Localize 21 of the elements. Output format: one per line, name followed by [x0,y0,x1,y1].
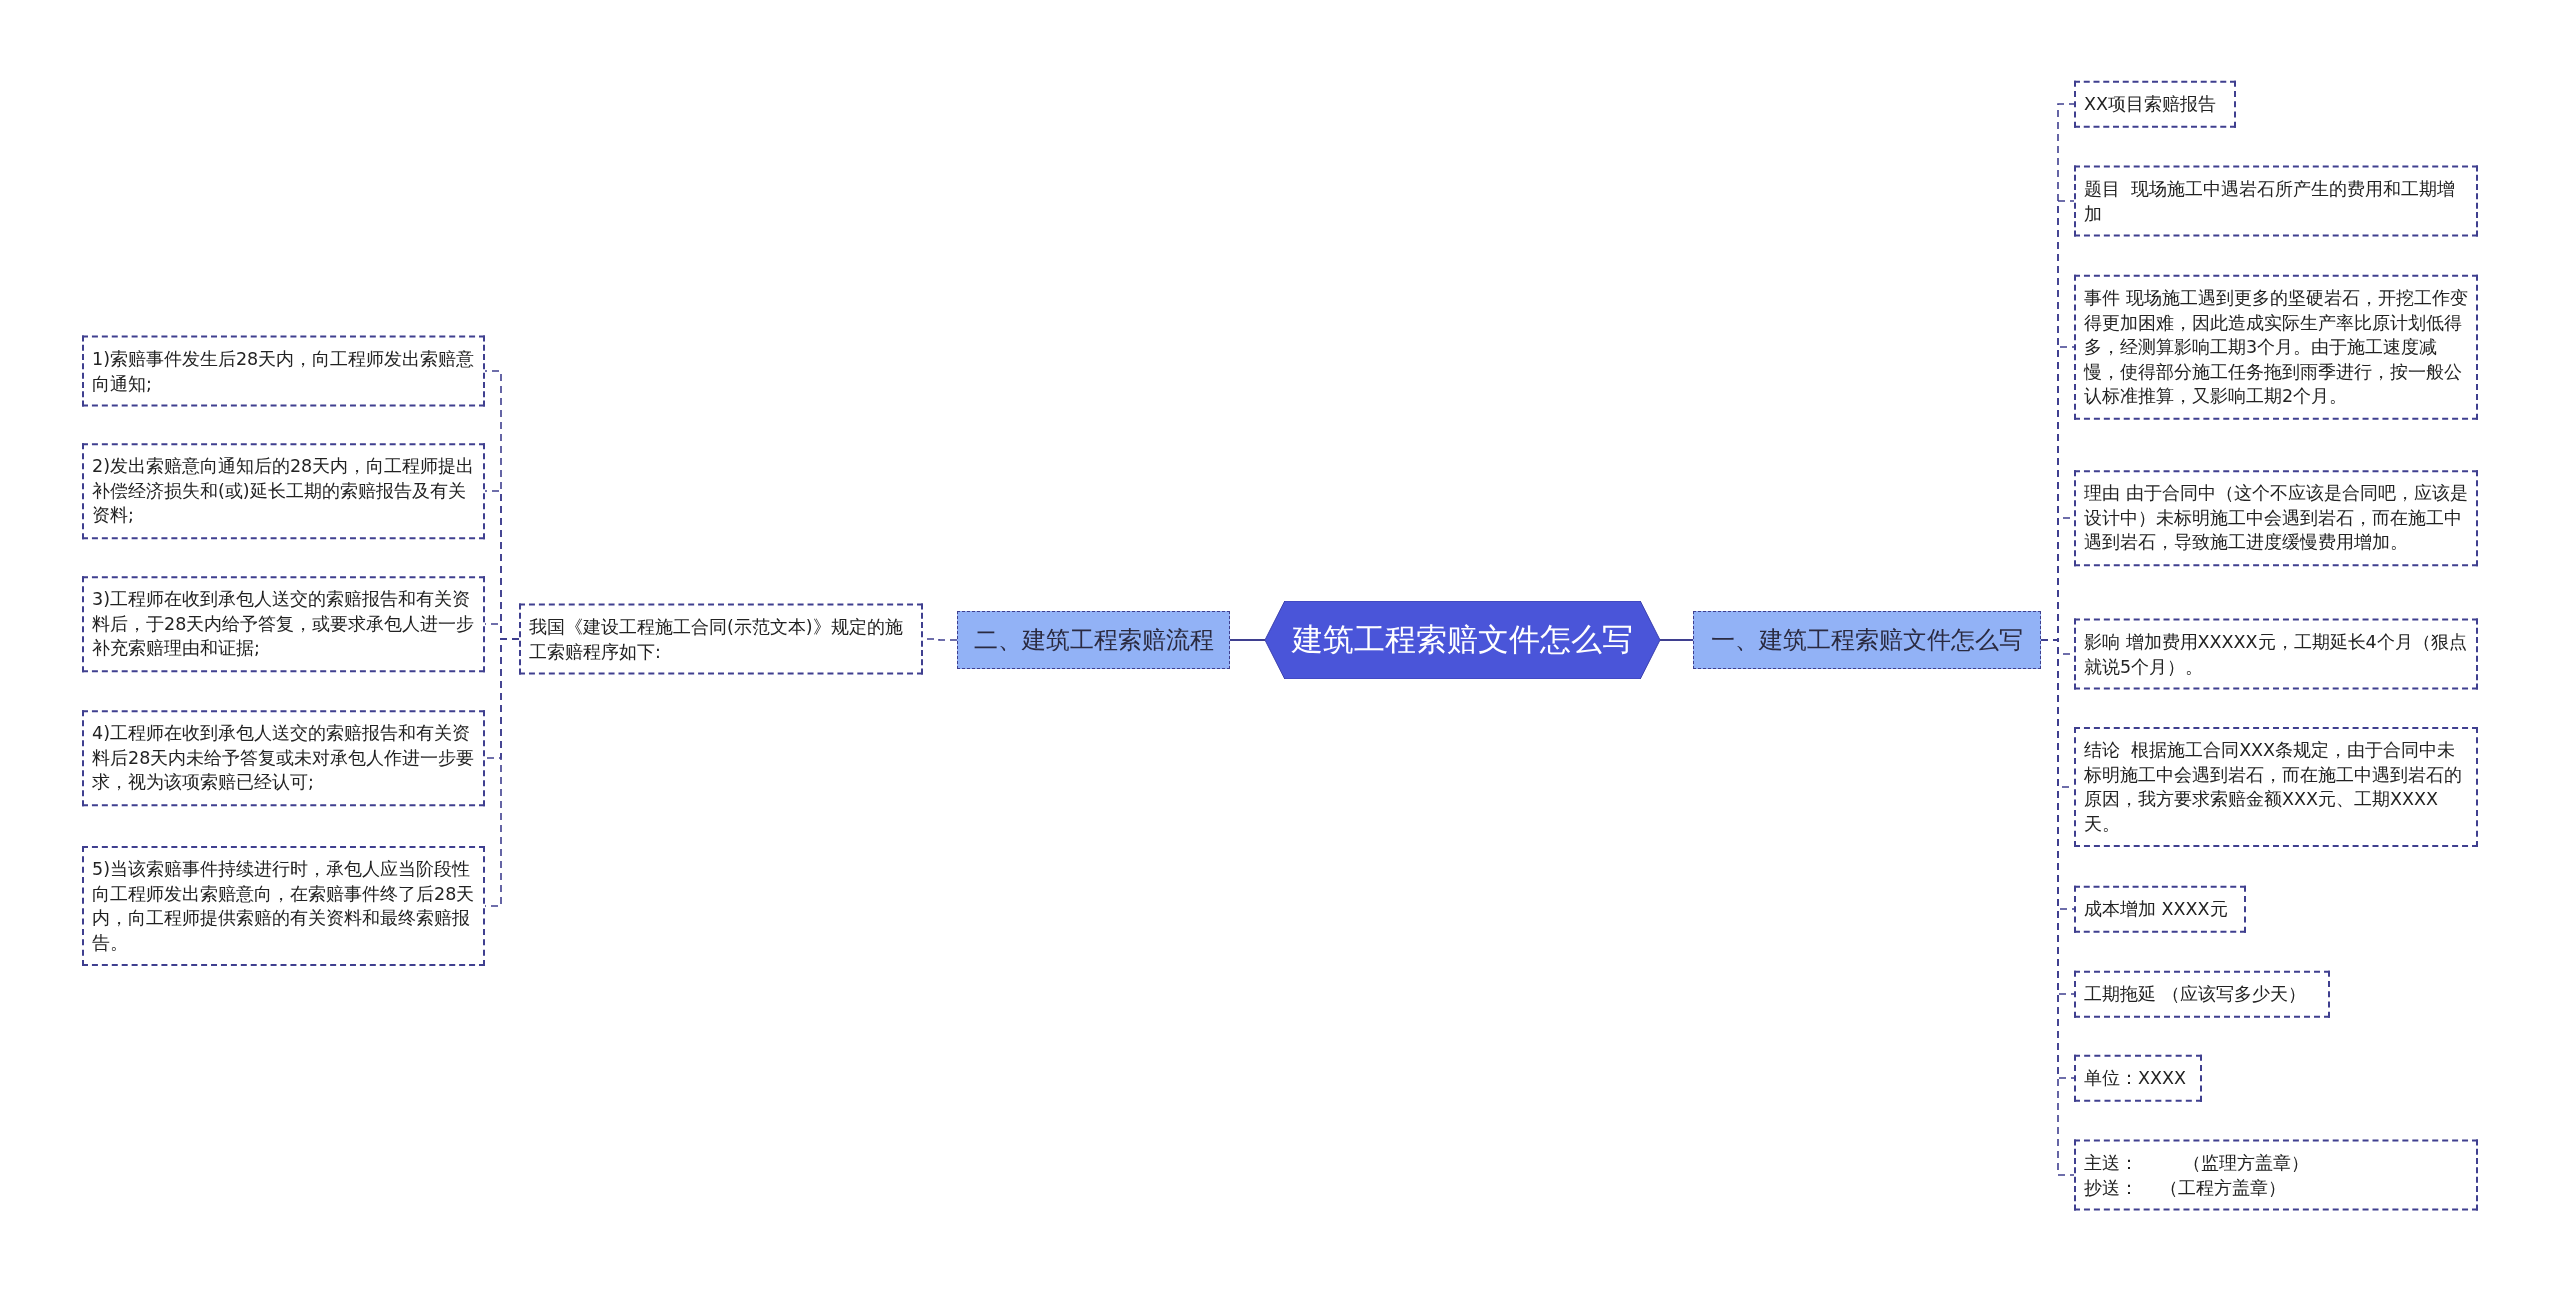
subtopic-box: 事件 现场施工遇到更多的坚硬岩石，开挖工作变得更加困难，因此造成实际生产率比原计划低得多，经测算影响工期3个月。由于施工速度减慢，使得部分施工任务拖到雨季进行，按一般公认标准推算，又影响工期2个月。 [2074,274,2478,420]
subtopic-box: 我国《建设工程施工合同(示范文本)》规定的施工索赔程序如下: [519,603,923,675]
connector-line [1659,639,1694,641]
subtopic-box: 成本增加 XXXX元 [2074,885,2246,933]
subtopic-box: 3)工程师在收到承包人送交的索赔报告和有关资料后，于28天内给予答复，或要求承包人进一步补充索赔理由和证据; [82,576,485,672]
branch-topic: 一、建筑工程索赔文件怎么写 [1693,611,2041,669]
subtopic-box: 理由 由于合同中（这个不应该是合同吧，应该是设计中）未标明施工中会遇到岩石，而在施工中遇到岩石，导致施工进度缓慢费用增加。 [2074,470,2478,566]
central-topic: 建筑工程索赔文件怎么写 [1265,601,1660,679]
subtopic-box: 主送： （监理方盖章） 抄送： （工程方盖章） [2074,1139,2478,1211]
subtopic-box: XX项目索赔报告 [2074,80,2236,128]
connector-line [1229,639,1266,641]
subtopic-box: 工期拖延 （应该写多少天） [2074,970,2330,1018]
subtopic-box: 影响 增加费用XXXXX元，工期延长4个月（狠点就说5个月）。 [2074,618,2478,690]
branch-topic: 二、建筑工程索赔流程 [957,611,1230,669]
subtopic-box: 2)发出索赔意向通知后的28天内，向工程师提出补偿经济损失和(或)延长工期的索赔报告及有关资料; [82,443,485,539]
subtopic-box: 5)当该索赔事件持续进行时，承包人应当阶段性向工程师发出索赔意向，在索赔事件终了后28天内，向工程师提供索赔的有关资料和最终索赔报告。 [82,846,485,966]
subtopic-box: 1)索赔事件发生后28天内，向工程师发出索赔意向通知; [82,335,485,407]
subtopic-box: 题目 现场施工中遇岩石所产生的费用和工期增加 [2074,165,2478,237]
subtopic-box: 4)工程师在收到承包人送交的索赔报告和有关资料后28天内未给予答复或未对承包人作进一步要求，视为该项索赔已经认可; [82,710,485,806]
subtopic-box: 单位：XXXX [2074,1054,2202,1102]
subtopic-box: 结论 根据施工合同XXX条规定，由于合同中未标明施工中会遇到岩石，而在施工中遇到岩石的原因，我方要求索赔金额XXX元、工期XXXX天。 [2074,727,2478,847]
